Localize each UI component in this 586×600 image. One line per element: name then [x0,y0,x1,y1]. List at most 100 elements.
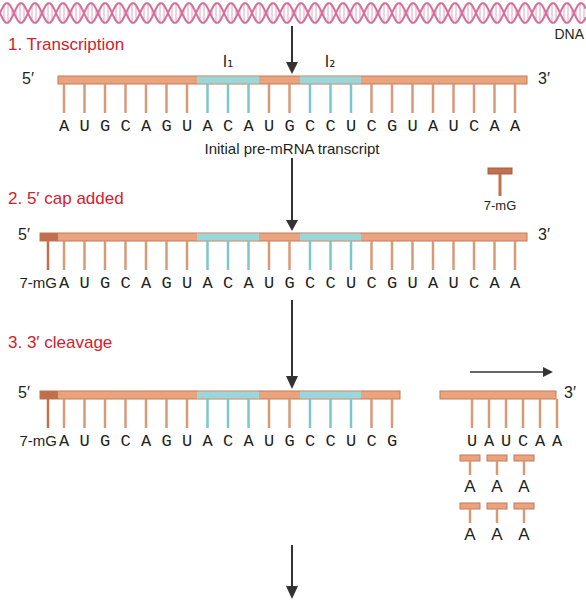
nucleotide-tick [370,399,373,428]
intron-tick [206,241,209,270]
helix-rung [496,3,497,22]
helix-rung [148,3,149,22]
intron-segment [300,392,361,399]
intron-segment [300,234,361,241]
adenine-backbone [460,503,480,509]
process-arrow [291,300,293,378]
helix-rung [412,3,413,22]
nucleotide-tick [391,84,394,113]
adenine-letter: A [491,526,502,543]
nucleotide-tick [514,84,517,113]
intron-label: I₁ [223,55,233,70]
adenine-tick [469,461,472,475]
helix-rung [188,3,189,22]
rna-strand [58,76,527,84]
helix-rung [36,3,37,22]
adenine-tick [523,509,526,523]
helix-rung [260,3,261,22]
adenine-letter: A [464,526,475,543]
cap-segment [40,233,58,241]
end-label: 5′ [18,227,30,243]
intron-tick [227,84,230,113]
helix-rung [344,3,345,22]
helix-rung [64,3,65,22]
helix-rung [540,3,541,22]
release-arrow [470,371,545,373]
helix-strand [0,3,586,23]
nucleotide-tick [124,399,127,428]
adenine-letter: A [518,478,529,495]
cap-nucleotide [488,168,512,174]
adenine-tick [496,461,499,475]
helix-rung [400,3,401,22]
nucleotide-tick [165,241,168,270]
helix-rung [244,3,245,22]
helix-rung [76,3,77,22]
nucleotide-tick [186,241,189,270]
adenine-tick [523,461,526,475]
nucleotide-tick [145,84,148,113]
nucleotide-tick [370,84,373,113]
nucleotide-tick [411,84,414,113]
helix-rung [300,3,301,22]
helix-rung [204,3,205,22]
end-label: 3′ [538,71,550,87]
nucleotide-tick [411,241,414,270]
intron-tick [227,241,230,270]
nucleotide-tick [268,399,271,428]
end-label: 3′ [538,227,550,243]
intron-tick [329,399,332,428]
cap-segment [40,391,58,399]
helix-rung [524,3,525,22]
helix-rung [384,3,385,22]
end-label: 3′ [564,385,576,401]
nucleotide-tick [505,399,508,428]
nucleotide-tick [539,399,542,428]
nucleotide-tick [452,241,455,270]
intron-tick [227,399,230,428]
nucleotide-tick [124,84,127,113]
caption-text: Initial pre-mRNA transcript [204,141,379,156]
nucleotide-tick [186,84,189,113]
helix-rung [104,3,105,22]
step-label: 1. Transcription [8,36,124,53]
helix-rung [176,3,177,22]
intron-tick [309,399,312,428]
helix-rung [48,3,49,22]
nucleotide-tick [63,84,66,113]
step-label: 3. 3′ cleavage [8,334,112,351]
helix-rung [132,3,133,22]
nucleotide-tick [63,399,66,428]
nucleotide-tick [165,399,168,428]
cap-tick [47,241,50,270]
cap-label: 7-mG [20,433,58,448]
intron-tick [329,84,332,113]
nucleotide-tick [432,84,435,113]
adenine-letter: A [491,478,502,495]
nucleotide-tick [124,241,127,270]
helix-strand [0,3,586,23]
intron-segment [197,234,259,241]
end-label: 5′ [22,71,34,87]
nucleotide-tick [391,241,394,270]
nucleotide-tick [556,399,559,428]
arrow-head [286,586,298,599]
cap-tick [47,399,50,428]
helix-rung [232,3,233,22]
adenine-backbone [487,503,507,509]
nucleotide-tick [432,241,435,270]
helix-rung [512,3,513,22]
nucleotide-tick [452,84,455,113]
helix-rung [120,3,121,22]
helix-rung [456,3,457,22]
helix-rung [552,3,553,22]
arrow-head [286,62,298,74]
cap-label: 7-mG [20,275,58,290]
nucleotide-tick [522,399,525,428]
helix-rung [372,3,373,22]
process-arrow [291,545,293,588]
sequence-text: UAUCAA [467,433,569,450]
nucleotide-tick [514,241,517,270]
